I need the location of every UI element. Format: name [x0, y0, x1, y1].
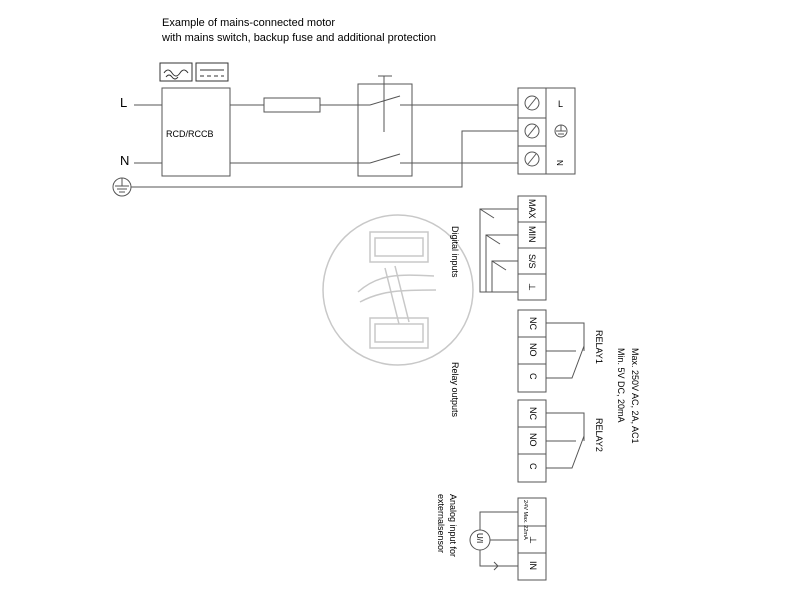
relay2-terminal-no: NO: [528, 433, 538, 447]
relay-rating-1: Max. 250V AC, 2A, AC1: [630, 348, 640, 444]
relay2-terminal-c: C: [528, 463, 538, 470]
ac-ground-fault-icon: [159, 62, 193, 82]
supply-l-label: L: [120, 95, 127, 110]
terminal-screw-l: [524, 95, 540, 111]
relay-outputs-label: Relay outputs: [450, 362, 460, 418]
svg-text:U/I: U/I: [475, 533, 484, 543]
mains-switch: [357, 83, 413, 177]
rcd-label: RCD/RCCB: [166, 129, 214, 139]
analog-terminal-in: IN: [528, 561, 538, 570]
analog-input-label-2: externalsensor: [436, 494, 446, 553]
terminal-l-label: L: [558, 99, 563, 109]
relay1-terminal-nc: NC: [528, 317, 538, 330]
earth-ground-icon: [112, 177, 132, 197]
analog-input-label-1: Analog input for: [448, 494, 458, 557]
analog-sensor: U/I: [469, 529, 491, 551]
digital-terminal-min: MIN: [527, 226, 537, 243]
digital-terminal-max: MAX: [527, 199, 537, 219]
relay1-label: RELAY1: [594, 330, 604, 364]
rcd-box: [161, 87, 231, 177]
terminal-screw-n: [524, 151, 540, 167]
digital-terminal-ss: S/S: [527, 254, 537, 269]
relay2-label: RELAY2: [594, 418, 604, 452]
relay2-terminal-nc: NC: [528, 407, 538, 420]
watermark-logo-icon: [322, 214, 474, 366]
title-line-1: Example of mains-connected motor: [162, 17, 335, 29]
relay1-terminal-no: NO: [528, 343, 538, 357]
analog-input-block: [517, 497, 547, 581]
digital-inputs-label: Digital inputs: [450, 226, 460, 278]
relay1-block: [517, 309, 547, 393]
relay-rating-2: Min. 5V DC, 20mA: [616, 348, 626, 423]
dc-ground-fault-icon: [195, 62, 229, 82]
supply-n-label: N: [120, 153, 129, 168]
terminal-screw-pe: [524, 123, 540, 139]
title-line-2: with mains switch, backup fuse and addit…: [161, 32, 436, 44]
relay2-block: [517, 399, 547, 483]
digital-terminal-gnd: ⊥: [527, 283, 537, 291]
analog-terminal-24v: 24V Max. 22mA: [522, 500, 528, 540]
relay1-terminal-c: C: [528, 373, 538, 380]
analog-terminal-gnd: ⊥: [528, 536, 538, 544]
fuse: [263, 97, 321, 113]
terminal-earth-icon: [554, 124, 568, 138]
terminal-n-label: N: [555, 160, 564, 166]
